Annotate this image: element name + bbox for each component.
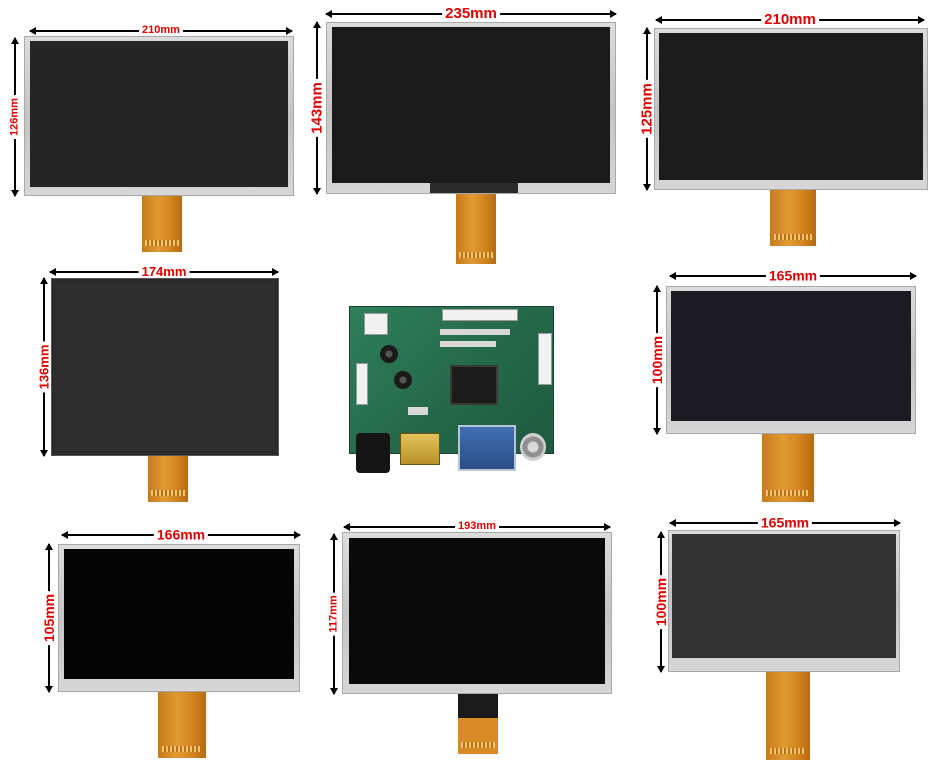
board-top-connector (442, 309, 518, 321)
panel-4-height-label: 136mm (37, 341, 52, 393)
panel-6-screen (64, 549, 294, 679)
board-rca-jack (520, 433, 546, 461)
board-crystal (408, 407, 428, 415)
board-vga-port (458, 425, 516, 471)
panel-1-height-label: 126mm (9, 95, 21, 139)
board-capacitor-2 (394, 371, 412, 389)
panel-5-width-dimension: 165mm (669, 268, 917, 284)
panel-5-height-dimension: 100mm (648, 285, 666, 435)
panel-2-height-dimension: 143mm (308, 21, 326, 195)
panel-2-height-label: 143mm (309, 79, 326, 137)
panel-8-width-label: 165mm (757, 515, 813, 530)
panel-1-flex-cable (142, 196, 182, 252)
panel-8-height-label: 100mm (653, 574, 669, 630)
panel-6-height-label: 105mm (41, 590, 57, 646)
panel-1-width-label: 210mm (139, 24, 183, 36)
panel-3-screen (659, 33, 923, 180)
panel-3-width-label: 210mm (761, 11, 819, 27)
panel-2-tab (430, 183, 518, 193)
panel-6-height-dimension: 105mm (40, 543, 58, 693)
panel-7-width-label: 193mm (455, 520, 499, 532)
board-hdmi-port (400, 433, 440, 465)
board-capacitor-1 (380, 345, 398, 363)
panel-5-height-label: 100mm (649, 332, 665, 388)
panel-4-screen (54, 281, 276, 451)
board-main-chip (450, 365, 498, 405)
panel-2-screen (332, 27, 610, 183)
panel-7-height-dimension: 117mm (326, 533, 342, 695)
panel-8-width-dimension: 165mm (669, 515, 901, 531)
panel-1-width-dimension: 210mm (29, 24, 293, 38)
panel-2-width-dimension: 235mm (325, 5, 617, 22)
panel-7-width-dimension: 193mm (343, 520, 611, 534)
panel-6-flex-cable (158, 692, 206, 758)
panel-6-width-dimension: 166mm (61, 527, 301, 543)
panel-5-screen (671, 291, 911, 421)
driver-board (349, 306, 554, 473)
panel-8-screen (672, 534, 896, 658)
board-smd-row-1 (440, 329, 510, 335)
panel-7-height-label: 117mm (328, 592, 340, 636)
panel-7-screen (349, 538, 605, 684)
board-right-header (538, 333, 552, 385)
panel-3-height-label: 125mm (639, 80, 656, 138)
board-smd-row-2 (440, 341, 496, 347)
panel-3-width-dimension: 210mm (655, 11, 925, 28)
panel-8-flex-cable (766, 672, 810, 760)
panel-4-width-label: 174mm (138, 264, 190, 278)
panel-5-width-label: 165mm (765, 268, 821, 283)
panel-5-flex-cable (762, 434, 814, 502)
panel-4-height-dimension: 136mm (36, 277, 52, 457)
panel-4-width-dimension: 174mm (49, 264, 279, 280)
board-left-header (356, 363, 368, 405)
board-white-connector (364, 313, 388, 335)
panel-1-screen (30, 41, 288, 187)
panel-6-width-label: 166mm (153, 527, 209, 542)
panel-3-flex-cable (770, 190, 816, 246)
panel-4-flex-cable (148, 456, 188, 502)
panel-1-height-dimension: 126mm (8, 37, 22, 197)
panel-2-width-label: 235mm (442, 5, 500, 21)
board-power-jack (356, 433, 390, 473)
panel-8-height-dimension: 100mm (652, 531, 670, 673)
panel-3-height-dimension: 125mm (638, 27, 656, 191)
panel-2-flex-cable (456, 194, 496, 264)
panel-7-flex-cable (458, 694, 498, 754)
